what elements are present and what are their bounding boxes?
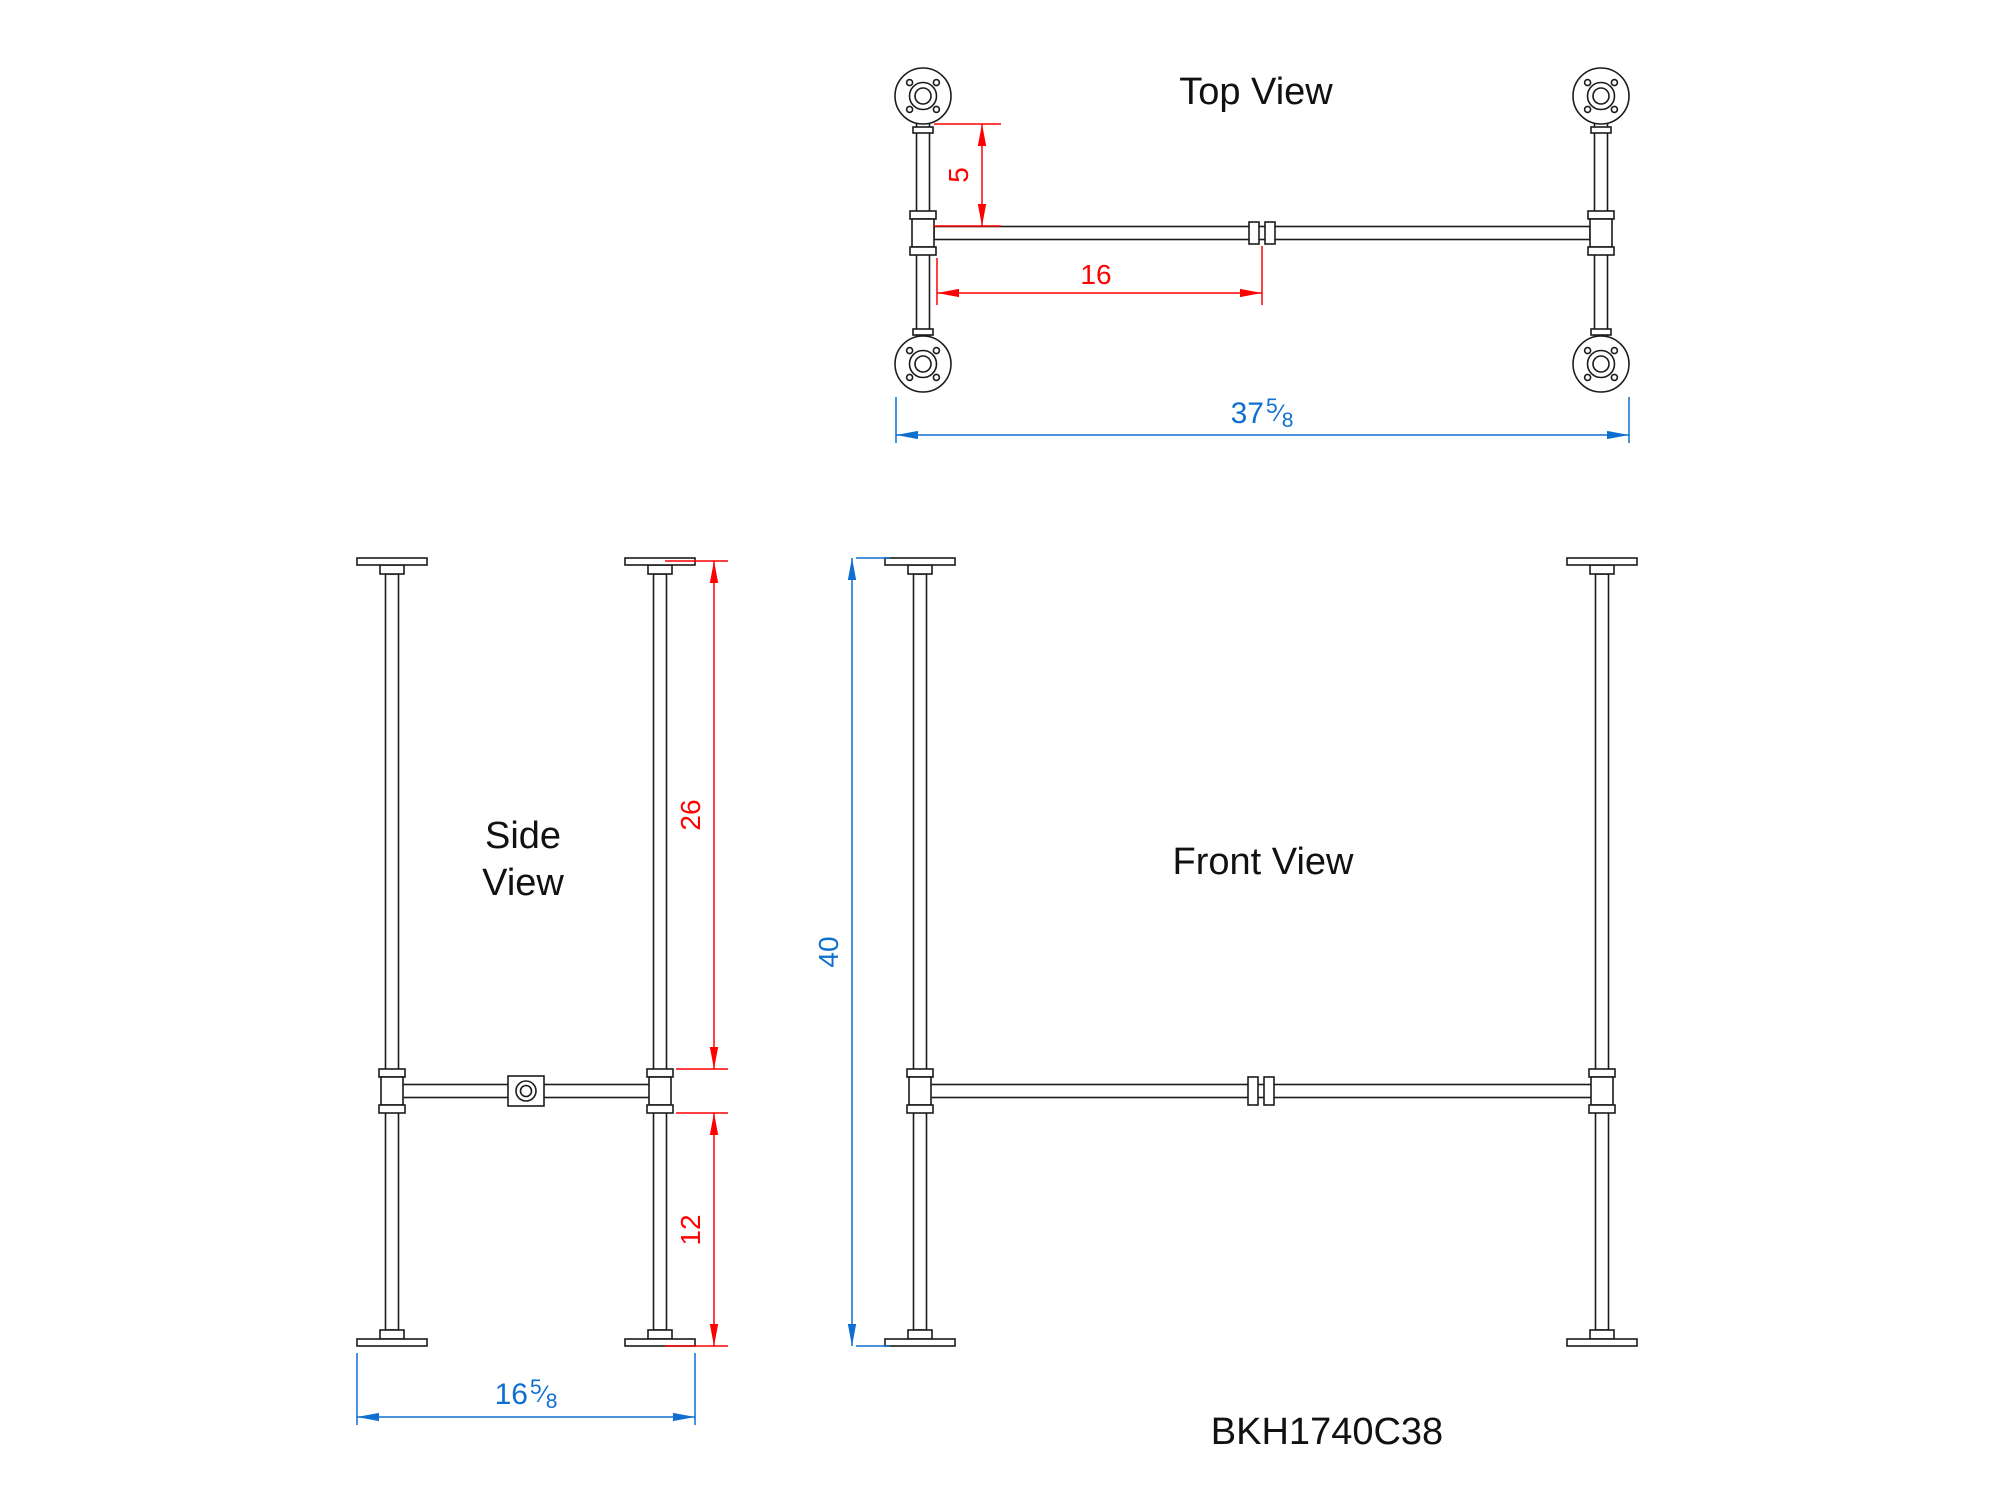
dim-overall-width: 375⁄8 bbox=[895, 395, 1630, 443]
side-view-left-leg bbox=[356, 557, 428, 1347]
rail-coupling bbox=[1248, 221, 1260, 245]
rail-coupling bbox=[1247, 1076, 1259, 1106]
dim-upper-height: 26 bbox=[665, 560, 728, 1070]
side-view-title-line1: Side bbox=[485, 815, 561, 857]
top-view: Top View 5 16 375⁄8 bbox=[894, 67, 1630, 443]
rail-coupling bbox=[1263, 1076, 1275, 1106]
front-view-cross-rail bbox=[919, 1083, 1603, 1099]
dim-overall-height: 40 bbox=[813, 557, 890, 1347]
flange-bottom-right bbox=[1572, 335, 1630, 393]
dim-overall-height-label: 40 bbox=[813, 936, 844, 967]
dim-overall-depth-label: 165⁄8 bbox=[495, 1376, 558, 1413]
top-view-cross-rail bbox=[933, 225, 1591, 241]
dim-lower-height-label: 12 bbox=[675, 1214, 706, 1245]
dim-overall-width-label: 375⁄8 bbox=[1231, 395, 1294, 432]
dim-overall-depth: 165⁄8 bbox=[356, 1353, 696, 1425]
part-number: BKH1740C38 bbox=[1211, 1411, 1443, 1453]
dim-rail-to-center: 16 bbox=[936, 246, 1263, 305]
front-view-right-leg bbox=[1566, 557, 1638, 1347]
front-view-left-leg bbox=[884, 557, 956, 1347]
side-view-title-line2: View bbox=[482, 862, 564, 904]
pipe-collar bbox=[1590, 328, 1612, 336]
pipe-collar bbox=[912, 328, 934, 336]
side-view: Side View 26 12 165⁄8 bbox=[356, 557, 728, 1425]
tee-fitting-right bbox=[1587, 210, 1615, 256]
top-view-geometry bbox=[894, 67, 1630, 393]
flange-bottom-left bbox=[894, 335, 952, 393]
side-view-geometry bbox=[356, 557, 696, 1347]
side-view-center-tee bbox=[507, 1075, 545, 1107]
tee-fitting-left bbox=[909, 210, 937, 256]
pipe-collar bbox=[912, 126, 934, 134]
dim-lower-height: 12 bbox=[665, 1112, 728, 1347]
front-view-title: Front View bbox=[1173, 841, 1354, 883]
rail-coupling bbox=[1264, 221, 1276, 245]
flange-top-right bbox=[1572, 67, 1630, 125]
dim-rail-to-center-label: 16 bbox=[1080, 259, 1111, 290]
pipe-collar bbox=[1590, 126, 1612, 134]
front-view-geometry bbox=[884, 557, 1638, 1347]
front-view: Front View 40 bbox=[813, 557, 1638, 1347]
dim-flange-to-rail: 5 bbox=[934, 123, 1001, 227]
flange-top-left bbox=[894, 67, 952, 125]
top-view-title: Top View bbox=[1179, 71, 1333, 113]
dim-flange-to-rail-label: 5 bbox=[943, 167, 974, 183]
dim-upper-height-label: 26 bbox=[675, 799, 706, 830]
